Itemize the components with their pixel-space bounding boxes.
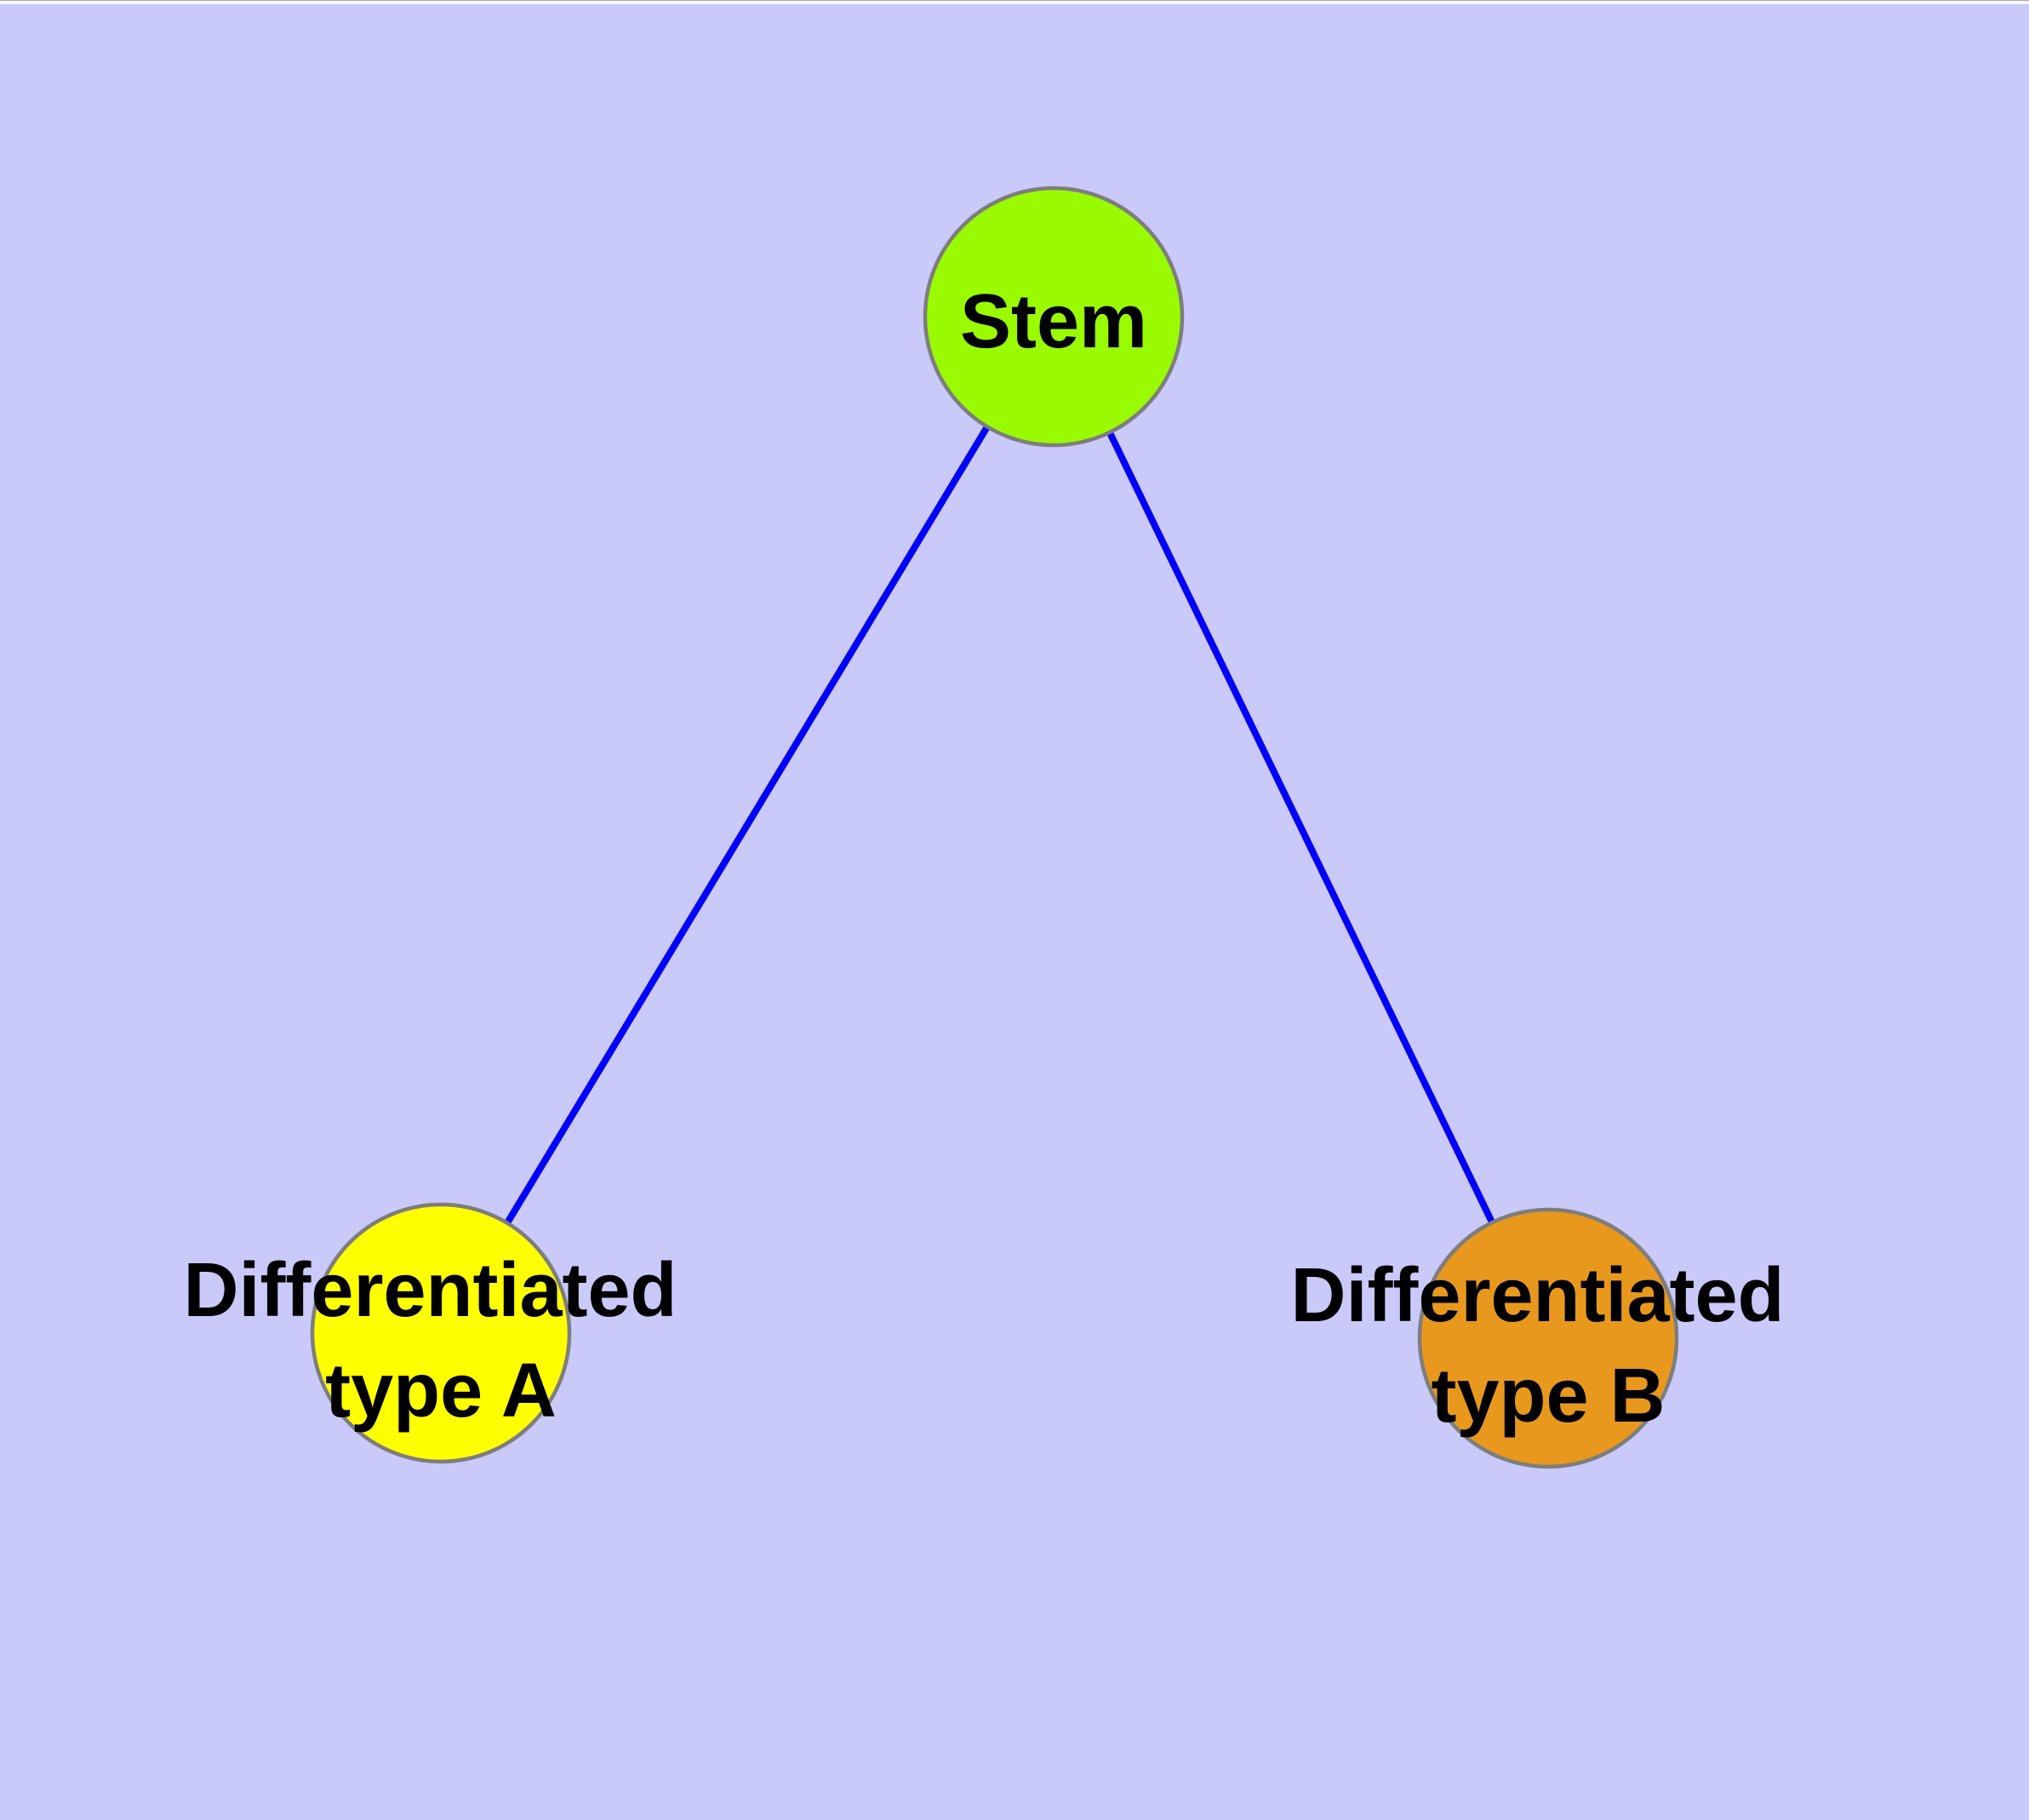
- node-differentiated-type-b-label-line1: Differentiated: [1290, 1253, 1784, 1338]
- edge-stem-to-type-a: [437, 314, 1057, 1336]
- node-differentiated-type-a-label-line1: Differentiated: [183, 1248, 677, 1333]
- node-differentiated-type-a-label: Differentiated type A: [183, 1248, 698, 1434]
- node-labels: Stem Differentiated type A Differentiate…: [183, 279, 1805, 1439]
- node-differentiated-type-a-circle: [310, 1202, 572, 1464]
- edges: [437, 314, 1552, 1340]
- node-differentiated-type-b-label: Differentiated type B: [1290, 1253, 1805, 1439]
- node-differentiated-type-b-label-line2: type B: [1431, 1354, 1665, 1439]
- node-stem-label: Stem: [960, 279, 1147, 364]
- node-circles: [310, 186, 1679, 1469]
- node-differentiated-type-b-circle: [1417, 1207, 1679, 1469]
- node-stem-circle: [923, 186, 1185, 448]
- canvas-top-border: [0, 0, 2029, 4]
- node-differentiated-type-a-label-line2: type A: [325, 1348, 557, 1434]
- edge-stem-to-type-b: [1050, 315, 1552, 1340]
